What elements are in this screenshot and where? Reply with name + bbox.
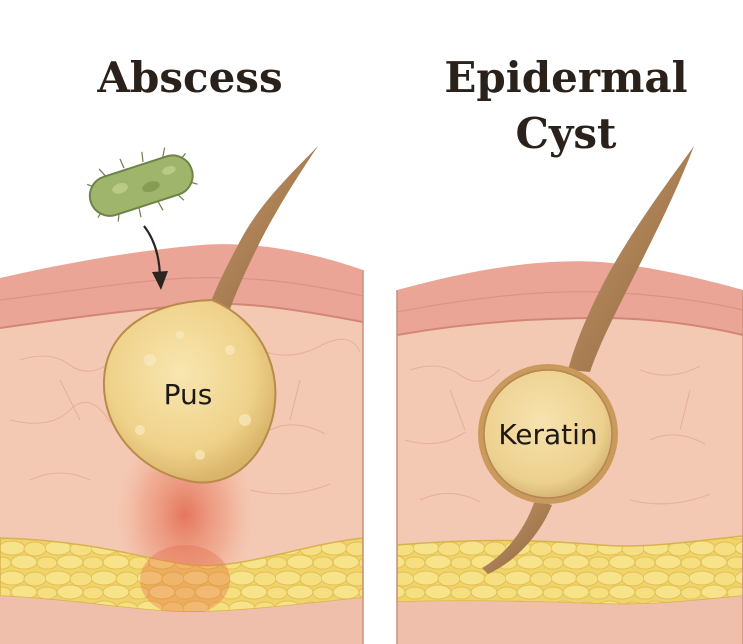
abscess-hair bbox=[205, 146, 318, 322]
pus-sac bbox=[102, 298, 277, 484]
cyst-fat-layer bbox=[397, 535, 743, 606]
cyst-skin-block bbox=[397, 261, 743, 644]
cyst-hair bbox=[568, 146, 694, 372]
cyst-panel: Epidermal Cyst bbox=[396, 53, 743, 644]
cyst-title-line1: Epidermal bbox=[444, 53, 687, 102]
cyst-hair-tail bbox=[482, 500, 552, 574]
keratin-sac bbox=[483, 369, 613, 499]
pus-label: Pus bbox=[164, 378, 213, 411]
bacterium-icon bbox=[86, 147, 198, 222]
abscess-panel: Abscess bbox=[0, 53, 364, 644]
abscess-title: Abscess bbox=[96, 53, 282, 102]
arrow-icon bbox=[143, 225, 168, 290]
cyst-title-line2: Cyst bbox=[516, 109, 617, 158]
keratin-label: Keratin bbox=[498, 418, 597, 451]
cyst-epidermis bbox=[397, 261, 743, 335]
